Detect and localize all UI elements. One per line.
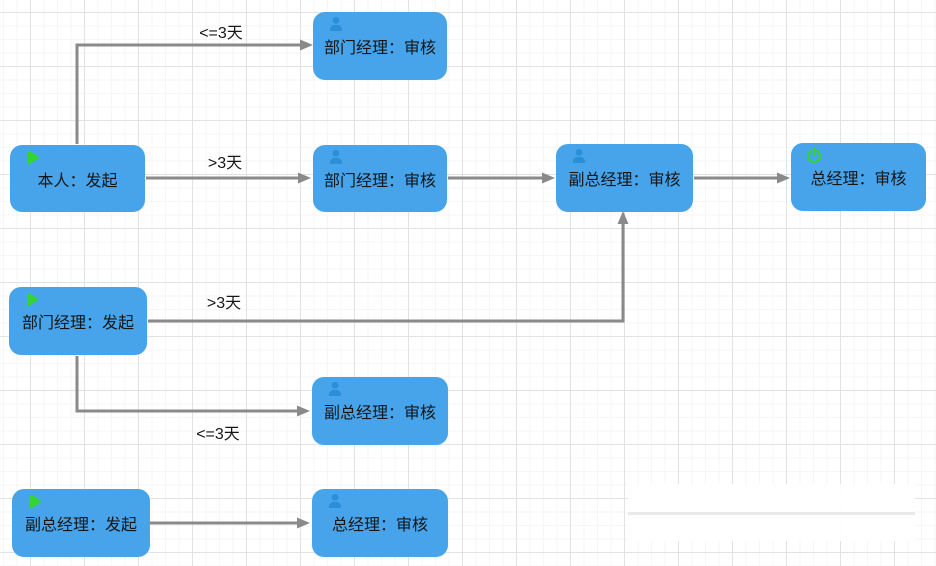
node-label: 副总经理：审核	[323, 405, 436, 422]
node-label: 总经理：审核	[331, 517, 428, 534]
flow-node-vicegm-review-mid[interactable]: 副总经理：审核	[556, 144, 693, 212]
edge-condition-label[interactable]: >3天	[207, 155, 243, 172]
flow-node-deptmgr-review-mid[interactable]: 部门经理：审核	[313, 145, 447, 212]
power-icon	[805, 146, 823, 164]
node-label: 部门经理：审核	[323, 40, 436, 57]
edge-condition-label[interactable]: >3天	[206, 295, 242, 312]
node-label: 本人：发起	[37, 172, 118, 190]
node-label: 部门经理：审核	[323, 172, 436, 190]
node-label: 部门经理：发起	[21, 315, 134, 332]
user-icon	[327, 15, 345, 33]
node-label: 副总经理：审核	[568, 172, 681, 189]
flow-node-deptmgr-initiate[interactable]: 部门经理：发起	[9, 287, 147, 355]
divider-line	[628, 512, 915, 515]
edge-condition-label[interactable]: <=3天	[196, 426, 240, 443]
edge-deptmgr-initiate-to-vicegm-gt3days[interactable]	[148, 211, 629, 323]
play-icon	[26, 492, 44, 510]
flow-node-gm-review-end[interactable]: 总经理：审核	[791, 143, 926, 211]
node-label: 副总经理：发起	[24, 517, 137, 534]
flow-node-self-initiate[interactable]: 本人：发起	[10, 145, 145, 212]
user-icon	[326, 380, 344, 398]
flow-node-gm-review-bottom[interactable]: 总经理：审核	[312, 489, 448, 557]
edge-deptmgr-initiate-to-vicegm-le3days[interactable]	[75, 356, 310, 417]
flow-node-vicegm-initiate[interactable]: 副总经理：发起	[12, 489, 150, 557]
flow-node-deptmgr-review-top[interactable]: 部门经理：审核	[313, 12, 447, 80]
play-icon	[24, 148, 42, 166]
flow-node-vicegm-review-low[interactable]: 副总经理：审核	[312, 377, 448, 445]
user-icon	[570, 147, 588, 165]
edge-condition-label[interactable]: <=3天	[199, 25, 243, 42]
edge-self-to-deptmgr-le3days[interactable]	[75, 39, 313, 144]
node-label: 总经理：审核	[810, 171, 907, 188]
user-icon	[327, 148, 345, 166]
play-icon	[23, 290, 41, 308]
bottom-right-panel	[628, 484, 915, 541]
user-icon	[326, 492, 344, 510]
